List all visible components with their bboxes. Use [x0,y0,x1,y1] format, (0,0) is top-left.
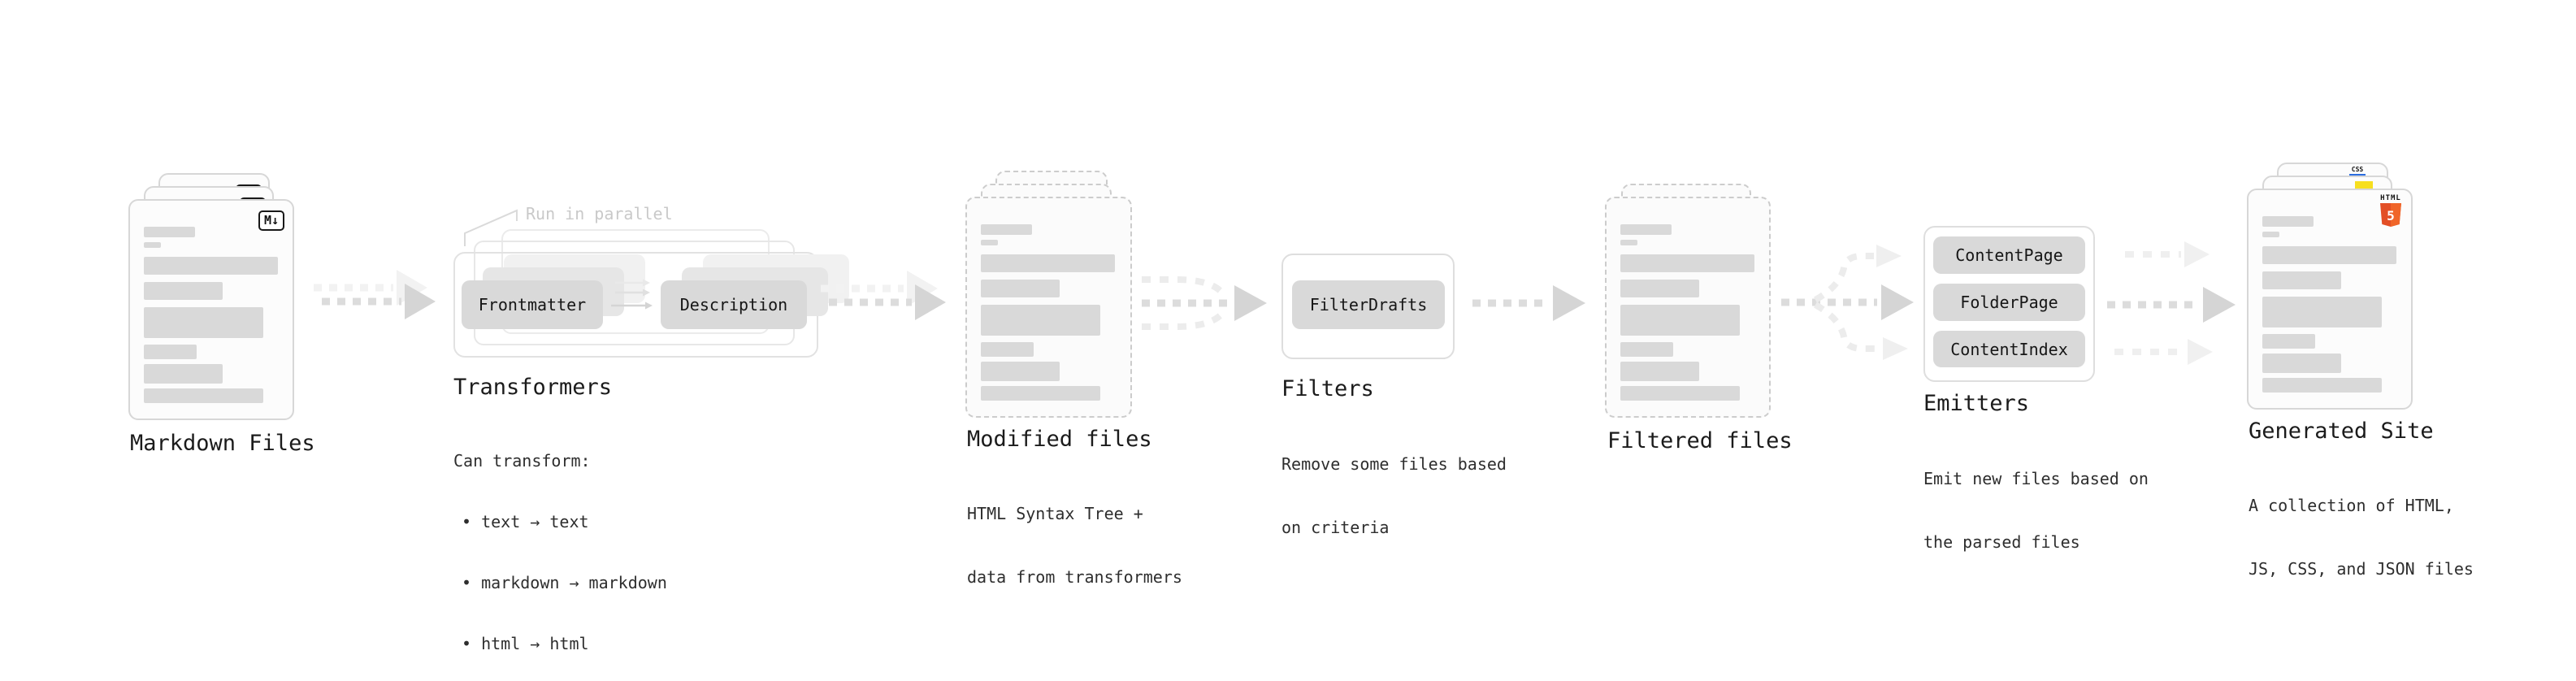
svg-text:5: 5 [2387,208,2395,223]
markdown-file-card-front: M↓ [128,199,294,420]
filters-container [1281,254,1455,359]
filterdrafts-box: FilterDrafts [1292,280,1445,329]
description-box: Description [661,280,807,329]
doc-content-placeholder [981,224,1115,401]
doc-content-placeholder [144,227,278,403]
doc-content-placeholder [2262,216,2396,393]
arrow-modified-to-filters [1142,276,1267,330]
emitters-description: Emit new files based on the parsed files [1923,469,2149,552]
stage-title-emitters: Emitters [1923,391,2030,416]
emitters-container [1923,226,2095,382]
generated-site-description: A collection of HTML, JS, CSS, and JSON … [2249,496,2474,579]
arrow-filters-to-filtered [1472,285,1585,321]
stage-title-transformers: Transformers [453,375,613,400]
stage-title-modified-files: Modified files [967,427,1152,452]
filters-description: Remove some files based on criteria [1281,454,1507,537]
filtered-file-card-front [1605,197,1771,418]
folderpage-box: FolderPage [1933,284,2085,321]
generated-html-file-card: HTML 5 [2247,189,2413,410]
arrow-emitters-to-generated [2107,241,2236,365]
arrow-filtered-to-emitters [1781,245,1914,360]
frontmatter-box: Frontmatter [462,280,603,329]
contentindex-box: ContentIndex [1933,331,2085,367]
contentpage-box: ContentPage [1933,236,2085,274]
css-badge-icon: CSS [2349,167,2366,176]
stage-title-filtered-files: Filtered files [1607,428,1793,453]
html5-badge-icon: HTML 5 [2380,195,2401,227]
stage-title-filters: Filters [1281,376,1374,401]
stage-title-generated-site: Generated Site [2249,419,2434,444]
arrow-markdown-to-transformers [314,270,436,319]
modified-file-card-front [965,197,1132,418]
stage-title-markdown-files: Markdown Files [130,431,315,456]
run-in-parallel-label: Run in parallel [526,204,673,223]
transformers-description: Can transform: • text → text • markdown … [453,451,667,653]
modified-files-description: HTML Syntax Tree + data from transformer… [967,504,1182,587]
markdown-badge-icon: M↓ [258,210,284,231]
doc-content-placeholder [1620,224,1754,401]
